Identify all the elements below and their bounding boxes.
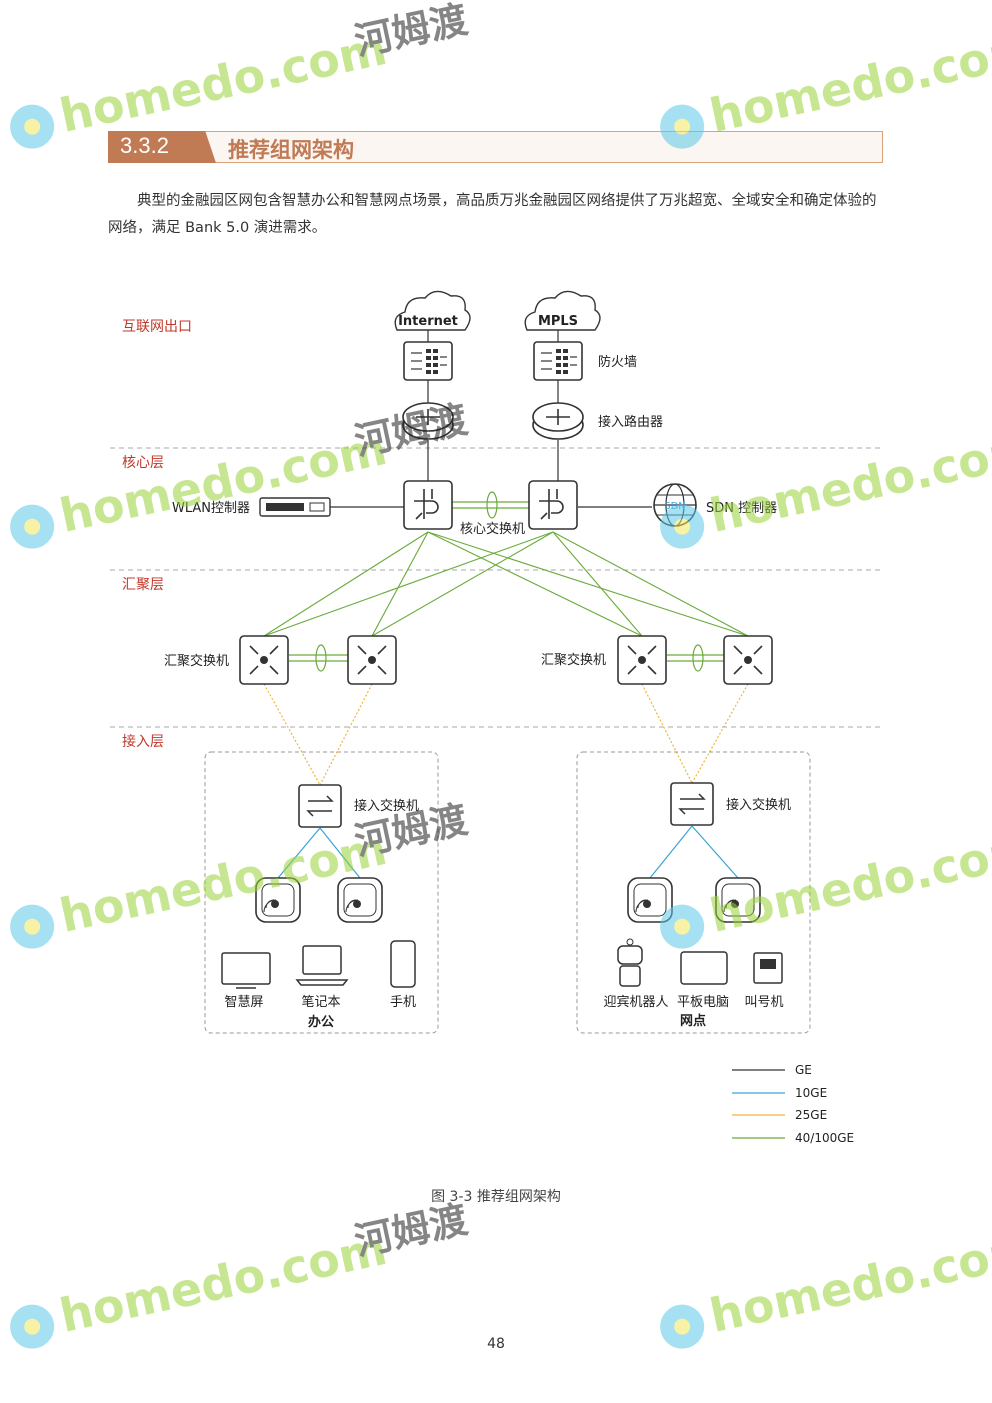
watermark-cn: 河姆渡: [351, 1197, 472, 1264]
watermark-cn: 河姆渡: [351, 0, 472, 64]
robot-icon: [617, 938, 643, 987]
legend: GE 10GE 25GE 40/100GE: [732, 1063, 854, 1145]
access-switch-label-right: 接入交换机: [726, 797, 791, 813]
access-switch-icon: [298, 784, 342, 828]
router-icon: [402, 402, 454, 440]
laptop-icon: [295, 945, 349, 986]
watermark-brand: homedo.com: [55, 21, 391, 143]
internet-label: Internet: [398, 314, 458, 329]
core-switch-icon: [403, 480, 453, 530]
tablet-icon: [680, 951, 728, 985]
sdn-label: SDN 控制器: [706, 501, 777, 516]
watermark-brand: homedo.com: [55, 1221, 391, 1343]
branch-site-box: [576, 751, 811, 1034]
agg-switch-icon: [723, 635, 773, 685]
layer-label-agg: 汇聚层: [122, 577, 164, 593]
legend-label: 10GE: [795, 1086, 827, 1100]
office-device-label: 笔记本: [301, 994, 340, 1010]
queue-machine-icon: [753, 952, 783, 984]
access-point-icon: [627, 877, 673, 923]
agg-switch-label-right: 汇聚交换机: [541, 652, 606, 668]
branch-device-label: 平板电脑: [677, 995, 729, 1010]
router-icon: [532, 402, 584, 440]
layer-label-access: 接入层: [122, 733, 164, 750]
mpls-label: MPLS: [538, 314, 578, 329]
agg-switch-icon: [617, 635, 667, 685]
legend-label: 25GE: [795, 1108, 827, 1122]
watermark-brand: homedo.com: [55, 821, 391, 943]
watermark-brand: homedo.com: [55, 421, 391, 543]
section-title: 推荐组网架构: [228, 138, 354, 162]
watermark-brand: homedo.com: [705, 821, 992, 943]
watermark-brand: homedo.com: [705, 1221, 992, 1343]
office-device-label: 智慧屏: [224, 994, 263, 1010]
legend-label: 40/100GE: [795, 1131, 854, 1145]
access-point-icon: [715, 877, 761, 923]
office-device-label: 手机: [390, 995, 416, 1010]
office-site-box: [204, 751, 439, 1034]
phone-icon: [390, 940, 416, 988]
smart-screen-icon: [221, 952, 271, 989]
wlan-label: WLAN控制器: [172, 501, 250, 516]
firewall-icon: [403, 341, 453, 381]
legend-label: GE: [795, 1063, 812, 1077]
watermark-cn: 河姆渡: [351, 397, 472, 464]
section-number: 3.3.2: [120, 133, 169, 158]
section-number-badge: 3.3.2: [108, 131, 216, 163]
section-header-bar: [108, 131, 883, 163]
page-number: 48: [487, 1336, 505, 1352]
agg-switch-icon: [347, 635, 397, 685]
office-site-title: 办公: [308, 1014, 334, 1030]
agg-switch-icon: [239, 635, 289, 685]
agg-switch-label-left: 汇聚交换机: [164, 653, 229, 669]
mpls-cloud-icon: [524, 290, 601, 331]
body-paragraph: 典型的金融园区网包含智慧办公和智慧网点场景，高品质万兆金融园区网络提供了万兆超宽…: [108, 193, 877, 236]
router-label: 接入路由器: [598, 414, 663, 430]
layer-label-core: 核心层: [122, 455, 164, 471]
layer-label-internet: 互联网出口: [122, 319, 192, 335]
firewall-icon: [533, 341, 583, 381]
watermark: homedo.com 河姆渡 homedo.com homedo.com 河姆渡…: [10, 0, 992, 1349]
watermark-brand: homedo.com: [705, 421, 992, 543]
core-switch-label: 核心交换机: [460, 521, 525, 537]
internet-cloud-icon: [394, 290, 471, 331]
watermark-brand: homedo.com: [705, 21, 992, 143]
branch-device-label: 迎宾机器人: [603, 994, 668, 1010]
wlan-controller-icon: [259, 497, 331, 517]
firewall-label: 防火墙: [598, 354, 637, 370]
access-switch-icon: [670, 782, 714, 826]
access-point-icon: [337, 877, 383, 923]
core-switch-icon: [528, 480, 578, 530]
access-switch-label-left: 接入交换机: [354, 798, 419, 814]
figure-caption: 图 3-3 推荐组网架构: [431, 1189, 561, 1205]
branch-site-title: 网点: [680, 1013, 706, 1029]
branch-device-label: 叫号机: [744, 995, 783, 1010]
access-point-icon: [255, 877, 301, 923]
